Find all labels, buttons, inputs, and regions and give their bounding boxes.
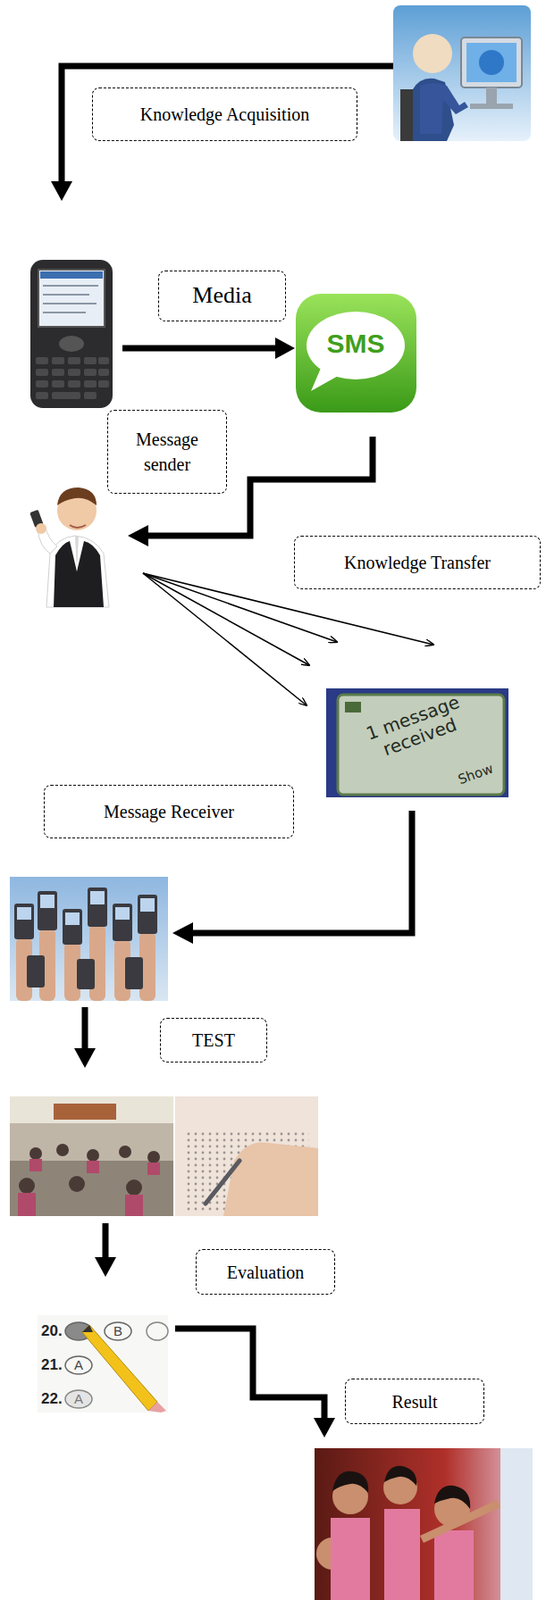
computer-user-picture <box>393 5 531 142</box>
picture-text: SMS <box>310 328 401 361</box>
arrow-head <box>172 923 194 945</box>
fan-arrows <box>142 573 434 706</box>
sms-icon <box>295 294 417 413</box>
phone-picture <box>30 260 113 409</box>
box-text: Knowledge Acquisition <box>140 101 310 127</box>
label-box: Message sender <box>107 410 227 495</box>
picture-text: A <box>69 1392 88 1408</box>
arrow-head <box>50 181 73 202</box>
flow-arrows <box>50 66 434 1439</box>
picture-text: Show <box>455 760 500 790</box>
label-box: Result <box>344 1379 485 1426</box>
arrow-head <box>275 337 295 360</box>
picture-text: A <box>69 1358 88 1374</box>
label-box: Message Receiver <box>43 785 294 840</box>
arrow-head <box>313 1419 336 1439</box>
box-text: TEST <box>192 1028 236 1054</box>
label-box: Knowledge Acquisition <box>92 87 358 142</box>
box-text: Result <box>391 1390 437 1416</box>
picture-text: 22. <box>41 1391 70 1410</box>
box-text: Knowledge Transfer <box>344 550 491 576</box>
box-text: Message sender <box>118 427 216 478</box>
box-text: Evaluation <box>226 1260 305 1286</box>
arrow-head <box>127 525 149 547</box>
flow-arrow <box>82 1008 89 1051</box>
result-picture <box>314 1449 533 1600</box>
flow-arrow <box>122 345 278 353</box>
picture-text: 21. <box>41 1357 70 1376</box>
flow-arrow <box>102 1224 110 1260</box>
label-box: TEST <box>159 1018 268 1064</box>
arrow-head <box>74 1049 96 1069</box>
label-box: Evaluation <box>195 1250 336 1296</box>
label-box: Knowledge Transfer <box>294 536 541 590</box>
picture-text: 20. <box>41 1323 70 1342</box>
arrow-head <box>94 1258 117 1278</box>
phone-screen-picture <box>326 688 509 798</box>
message-receivers-picture <box>9 877 168 1002</box>
flow-arrow <box>175 1329 325 1421</box>
flow-arrow <box>61 66 394 184</box>
picture-text: 1 message received <box>357 689 476 767</box>
answer-sheet-picture <box>37 1316 168 1414</box>
test-picture <box>9 1097 319 1218</box>
label-box: Media <box>158 270 286 322</box>
message-sender-picture <box>29 487 110 608</box>
box-text: Message Receiver <box>103 799 235 825</box>
picture-text: B <box>109 1324 127 1340</box>
box-text: Media <box>192 279 252 312</box>
